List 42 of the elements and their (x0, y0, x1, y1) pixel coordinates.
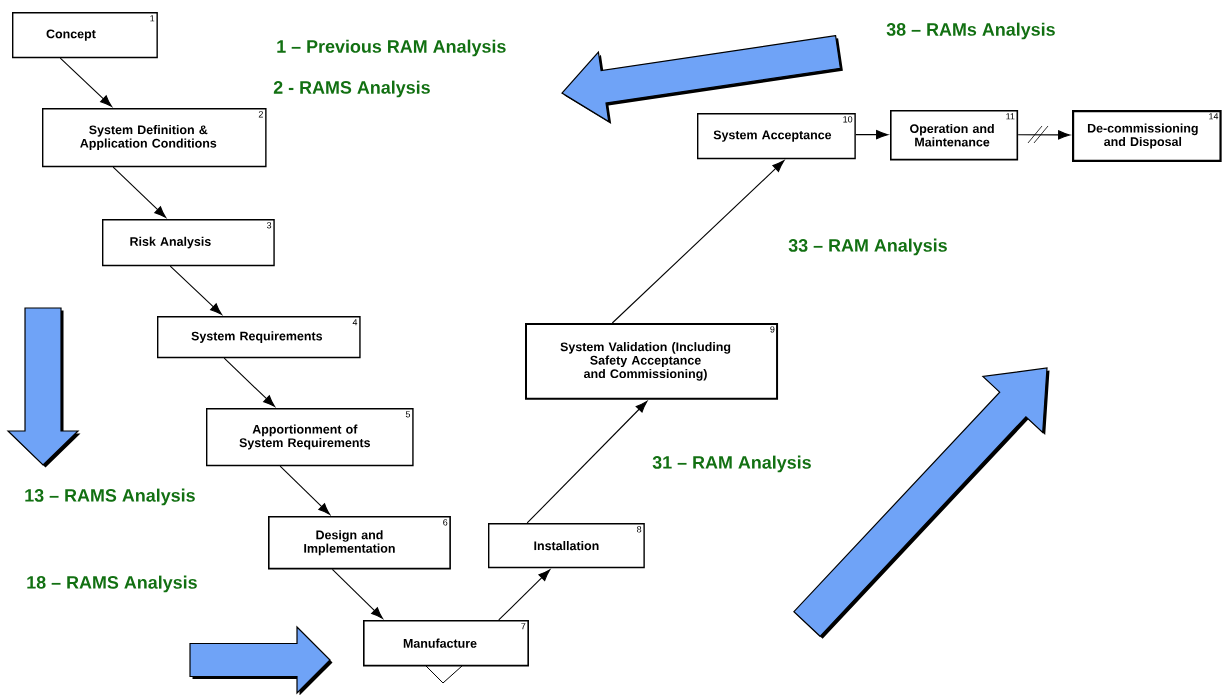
step-number: 5 (405, 411, 411, 418)
process-box: Risk Analysis 3 (102, 219, 275, 267)
arrow (855, 130, 889, 140)
arrow (59, 57, 112, 107)
step-number: 1 (150, 15, 155, 22)
step-number: 4 (352, 319, 358, 326)
step-number: 8 (637, 526, 642, 533)
analysis-label: 13 – RAMS Analysis (25, 488, 195, 506)
process-box: System Definition & Application Conditions 2 (42, 108, 267, 168)
process-box: Apportionment of System Requirements 5 (206, 408, 414, 467)
arrow (331, 568, 383, 619)
arrow (611, 160, 785, 324)
process-box: Concept 1 (12, 12, 158, 59)
arrow (279, 465, 331, 515)
process-box: Manufacture 7 (363, 620, 529, 667)
process-box: Design and Implementation 6 (268, 516, 451, 570)
step-number: 11 (1006, 113, 1015, 120)
step-number: 9 (770, 326, 775, 333)
process-box: System Acceptance 10 (697, 113, 856, 160)
process-box: System Validation (Including Safety Acceptance and Commissioning) 9 (525, 323, 779, 400)
analysis-label: 18 – RAMS Analysis (27, 575, 197, 593)
process-box: Operation and Maintenance 11 (890, 110, 1019, 161)
analysis-label: 31 – RAM Analysis (652, 455, 811, 473)
analysis-label: 33 – RAM Analysis (788, 238, 947, 256)
step-number: 7 (521, 623, 526, 630)
process-box: De-commissioning and Disposal 14 (1072, 110, 1222, 162)
process-box: Installation 8 (488, 523, 645, 569)
arrow (112, 166, 167, 218)
step-number: 2 (258, 111, 263, 118)
analysis-label: 1 – Previous RAM Analysis (277, 39, 506, 57)
arrow (169, 265, 222, 315)
arrow (223, 357, 276, 407)
analysis-label: 2 - RAMS Analysis (273, 80, 430, 98)
arrow (498, 569, 551, 621)
arrow (526, 400, 648, 524)
step-number: 10 (843, 116, 853, 123)
step-number: 6 (443, 519, 448, 526)
step-number: 3 (266, 222, 272, 229)
analysis-label: 38 – RAMs Analysis (886, 22, 1055, 40)
process-box: System Requirements 4 (157, 316, 361, 359)
step-number: 14 (1209, 113, 1219, 120)
arrow (1017, 130, 1071, 140)
